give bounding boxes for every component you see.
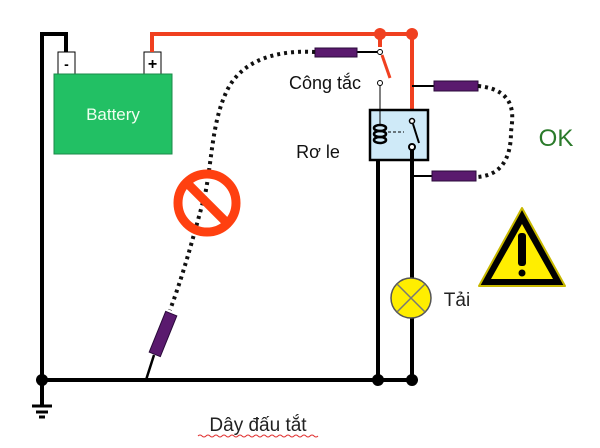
- jumper-wire-caption: Dây đấu tắt: [209, 414, 307, 436]
- bad-jumper-wire: [168, 49, 316, 311]
- bad-jumper-connector: [144, 310, 178, 381]
- ok-label: OK: [539, 125, 574, 152]
- relay-input-connector: [433, 80, 479, 92]
- ok-jumper-wire: [475, 84, 515, 179]
- switch-connector: [314, 47, 358, 58]
- battery: - + Battery: [53, 51, 173, 155]
- relay-box: [368, 108, 430, 162]
- battery-negative-symbol: -: [64, 56, 69, 72]
- positive-wire: [150, 32, 412, 52]
- battery-positive-symbol: +: [148, 56, 157, 73]
- battery-body: [53, 73, 173, 155]
- battery-label: Battery: [86, 105, 140, 124]
- load-label: Tải: [444, 290, 470, 311]
- warning-icon: [478, 207, 566, 287]
- lamp-icon: [390, 277, 432, 319]
- prohibited-icon: [173, 169, 241, 237]
- relay-output-connector: [431, 170, 477, 182]
- relay-coil-icon: [372, 110, 388, 145]
- switch-label: Công tắc: [289, 72, 361, 93]
- relay: [368, 108, 430, 162]
- relay-label: Rơ le: [296, 142, 340, 162]
- ground-wire-left: [40, 32, 68, 380]
- spellcheck-underline: [197, 434, 319, 438]
- ground-icon: [32, 380, 52, 419]
- switch[interactable]: [377, 49, 392, 111]
